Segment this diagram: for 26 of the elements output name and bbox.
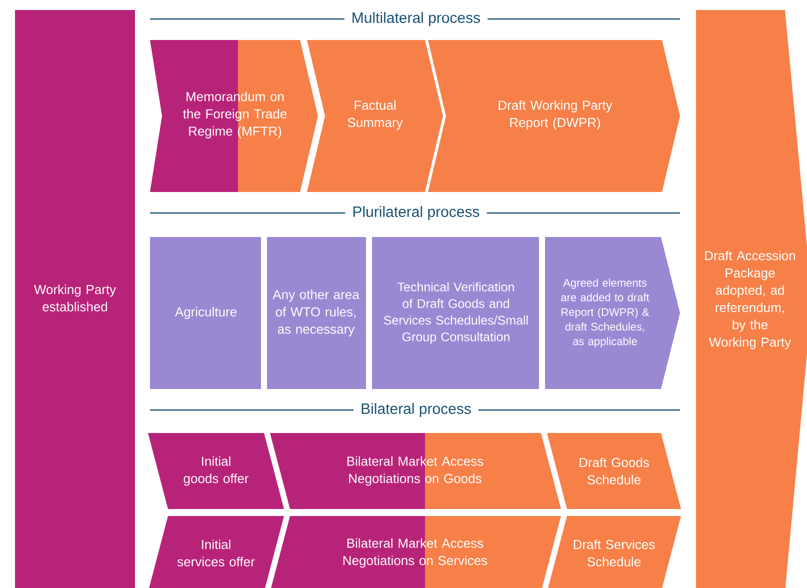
process-box: Technical Verification of Draft Goods and Services Schedules/Small Group Consultation	[372, 237, 539, 389]
process-band: Working Party established	[15, 10, 135, 588]
section-heading: Multilateral process	[344, 11, 488, 27]
node-label: Initial services offer	[177, 540, 255, 566]
chevron-box: Draft Working Party Report (DWPR)	[428, 40, 680, 192]
chevron-box: Factual Summary	[307, 40, 443, 192]
process-box: Agriculture	[150, 237, 261, 389]
node-label: Bilateral Market Access Negotiations on Services	[343, 538, 488, 568]
arrow-box: Draft Accession Package adopted, ad referendum, by the Working Party	[696, 10, 807, 588]
node-label: Draft Working Party Report (DWPR)	[498, 100, 612, 130]
node-label: Factual Summary	[348, 100, 403, 130]
chevron-box: Initial goods offer	[148, 433, 284, 509]
node-label: Draft Services Schedule	[574, 540, 655, 566]
chevron-box: Initial services offer	[148, 516, 284, 588]
chevron-box: Bilateral Market Access Negotiations on Goods	[270, 433, 561, 509]
section-heading: Plurilateral process	[345, 205, 487, 221]
chevron-box: Draft Services Schedule	[547, 516, 681, 588]
node-label: Draft Goods Schedule	[580, 458, 649, 484]
process-box: Any other area of WTO rules, as necessary	[267, 237, 366, 389]
node-label: Bilateral Market Access Negotiations on Goods	[347, 456, 484, 486]
section-heading: Bilateral process	[354, 402, 478, 418]
arrow-box: Agreed elements are added to draft Report (DWPR) & draft Schedules, as applicable	[545, 237, 680, 389]
chevron-box: Bilateral Market Access Negotiations on Services	[270, 516, 561, 588]
chevron-box: Memorandum on the Foreign Trade Regime (MFTR)	[150, 40, 318, 192]
chevron-box: Draft Goods Schedule	[547, 433, 681, 509]
node-label: Initial goods offer	[184, 456, 249, 486]
